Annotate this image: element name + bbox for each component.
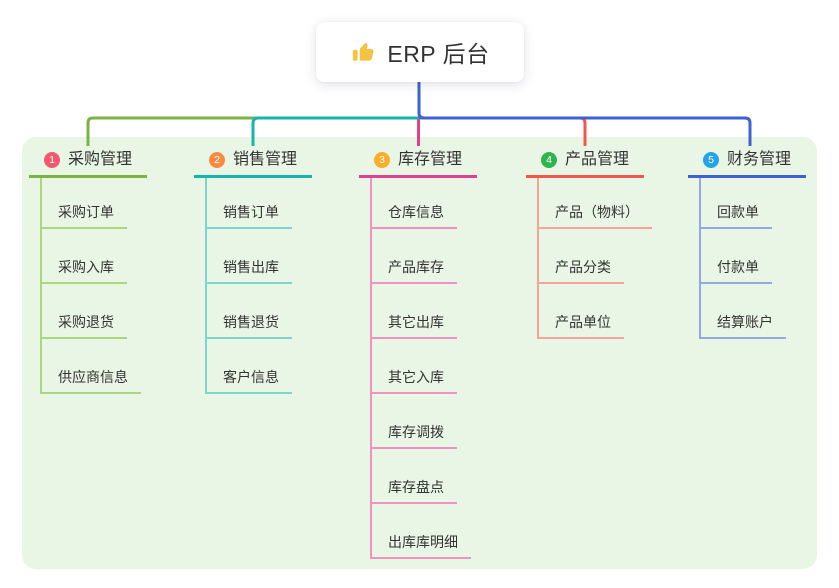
connector-branch-5-and-root xyxy=(417,82,752,146)
connector-branch-4 xyxy=(419,116,587,146)
branch-product-management: 4 产品管理 产品（物料） 产品分类 产品单位 xyxy=(526,150,652,339)
thumbs-up-icon xyxy=(353,43,374,61)
branch-items: 销售订单 销售出库 销售退货 客户信息 xyxy=(205,178,312,394)
mindmap-node: 库存调拨 xyxy=(372,394,477,449)
node-label[interactable]: 销售订单 xyxy=(207,202,292,229)
branch-inventory-management: 3 库存管理 仓库信息 产品库存 其它出库 其它入库 库存调拨 库存盘点 出库库… xyxy=(359,150,477,559)
branch-title: 库存管理 xyxy=(398,151,463,168)
branch-title-row[interactable]: 2 销售管理 xyxy=(194,150,312,178)
mindmap-node: 其它入库 xyxy=(372,339,477,394)
node-label[interactable]: 付款单 xyxy=(701,257,772,284)
mindmap-node: 结算账户 xyxy=(701,284,806,339)
mindmap-node: 销售订单 xyxy=(207,178,312,229)
branch-finance-management: 5 财务管理 回款单 付款单 结算账户 xyxy=(688,150,806,339)
node-label[interactable]: 库存调拨 xyxy=(372,422,457,449)
branch-number-badge: 4 xyxy=(541,151,557,168)
node-label[interactable]: 产品（物料） xyxy=(539,202,652,229)
node-label[interactable]: 产品库存 xyxy=(372,257,457,284)
branch-title: 产品管理 xyxy=(565,151,630,168)
mindmap-node: 其它出库 xyxy=(372,284,477,339)
branch-title: 财务管理 xyxy=(727,151,792,168)
connector-branch-1 xyxy=(86,116,419,146)
branch-title-row[interactable]: 5 财务管理 xyxy=(688,150,806,178)
branch-title-row[interactable]: 3 库存管理 xyxy=(359,150,477,178)
mindmap-node: 销售出库 xyxy=(207,229,312,284)
mindmap-node: 产品分类 xyxy=(539,229,652,284)
node-label[interactable]: 产品单位 xyxy=(539,312,624,339)
mindmap-node: 产品库存 xyxy=(372,229,477,284)
node-label[interactable]: 出库库明细 xyxy=(372,532,471,559)
mindmap-node: 采购订单 xyxy=(42,178,147,229)
branch-title: 销售管理 xyxy=(233,151,298,168)
mindmap-node: 采购退货 xyxy=(42,284,147,339)
node-label[interactable]: 产品分类 xyxy=(539,257,624,284)
branch-items: 产品（物料） 产品分类 产品单位 xyxy=(537,178,652,339)
branch-items: 回款单 付款单 结算账户 xyxy=(699,178,806,339)
node-label[interactable]: 结算账户 xyxy=(701,312,786,339)
branch-title-row[interactable]: 4 产品管理 xyxy=(526,150,644,178)
connector-branch-2 xyxy=(251,116,419,146)
branches-background-panel xyxy=(22,137,817,569)
root-node-erp[interactable]: ERP 后台 xyxy=(316,22,524,82)
branch-title-row[interactable]: 1 采购管理 xyxy=(29,150,147,178)
node-label[interactable]: 销售退货 xyxy=(207,312,292,339)
branch-number-badge: 5 xyxy=(703,151,719,168)
mindmap-node: 产品（物料） xyxy=(539,178,652,229)
node-label[interactable]: 采购退货 xyxy=(42,312,127,339)
mindmap-node: 客户信息 xyxy=(207,339,312,394)
node-label[interactable]: 回款单 xyxy=(701,202,772,229)
branch-number-badge: 1 xyxy=(44,151,60,168)
mindmap-node: 回款单 xyxy=(701,178,806,229)
branch-items: 仓库信息 产品库存 其它出库 其它入库 库存调拨 库存盘点 出库库明细 xyxy=(370,178,477,559)
mindmap-node: 采购入库 xyxy=(42,229,147,284)
mindmap-node: 产品单位 xyxy=(539,284,652,339)
branch-number-badge: 2 xyxy=(209,151,225,168)
node-label[interactable]: 其它出库 xyxy=(372,312,457,339)
mindmap-node: 付款单 xyxy=(701,229,806,284)
node-label[interactable]: 采购订单 xyxy=(42,202,127,229)
node-label[interactable]: 销售出库 xyxy=(207,257,292,284)
branch-purchase-management: 1 采购管理 采购订单 采购入库 采购退货 供应商信息 xyxy=(29,150,147,394)
branch-title: 采购管理 xyxy=(68,151,133,168)
node-label[interactable]: 客户信息 xyxy=(207,367,292,394)
node-label[interactable]: 其它入库 xyxy=(372,367,457,394)
node-label[interactable]: 库存盘点 xyxy=(372,477,457,504)
node-label[interactable]: 采购入库 xyxy=(42,257,127,284)
mindmap-node: 仓库信息 xyxy=(372,178,477,229)
branch-items: 采购订单 采购入库 采购退货 供应商信息 xyxy=(40,178,147,394)
mindmap-node: 销售退货 xyxy=(207,284,312,339)
branch-number-badge: 3 xyxy=(374,151,390,168)
node-label[interactable]: 仓库信息 xyxy=(372,202,457,229)
mindmap-node: 供应商信息 xyxy=(42,339,147,394)
mindmap-node: 库存盘点 xyxy=(372,449,477,504)
mindmap-node: 出库库明细 xyxy=(372,504,477,559)
branch-sales-management: 2 销售管理 销售订单 销售出库 销售退货 客户信息 xyxy=(194,150,312,394)
node-label[interactable]: 供应商信息 xyxy=(42,367,141,394)
root-node-label: ERP 后台 xyxy=(387,41,490,67)
